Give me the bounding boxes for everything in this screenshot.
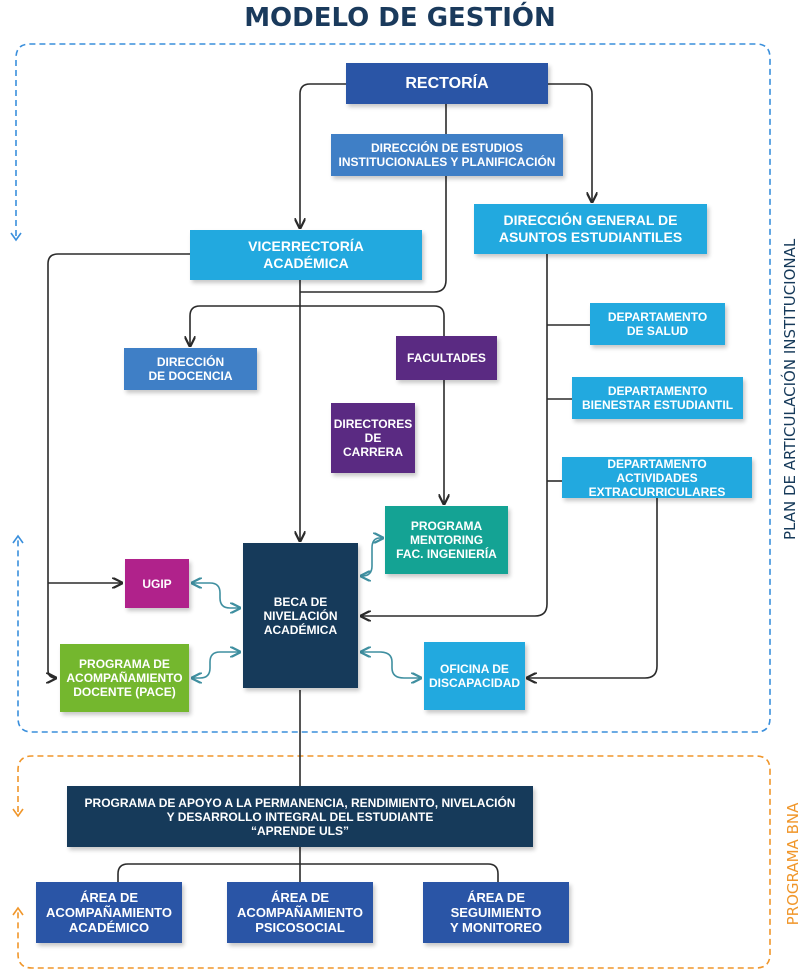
oficina-discapacidad-box: OFICINA DE DISCAPACIDAD: [424, 642, 525, 710]
connector-dgae-beca: [361, 254, 548, 616]
institutional-plan-frame-arrow-top: [10, 232, 22, 242]
rectoria-box: RECTORÍA: [346, 63, 548, 104]
connector-rectoria-vicerrectoria: [300, 83, 346, 228]
double-arrow-ugip-beca: [192, 583, 240, 608]
double-arrow-mentoring-beca: [361, 538, 383, 576]
programa-pace-box: PROGRAMA DE ACOMPAÑAMIENTO DOCENTE (PACE…: [60, 644, 189, 712]
connector-actividades-discapacidad: [527, 498, 658, 678]
plan-articulacion-label: PLAN DE ARTICULACIÓN INSTITUCIONAL: [781, 238, 799, 540]
directores-carrera-box: DIRECTORES DE CARRERA: [331, 403, 415, 473]
double-arrow-pace-beca: [192, 652, 240, 678]
connector-vicerrectoria-left: [48, 253, 190, 678]
institutional-plan-frame: [15, 43, 771, 733]
programa-bna-label: PROGRAMA BNA: [784, 802, 800, 926]
direccion-docencia-box: DIRECCIÓN DE DOCENCIA: [124, 348, 257, 390]
page-title: MODELO DE GESTIÓN: [244, 3, 556, 33]
direccion-general-asuntos-estudiantiles-box: DIRECCIÓN GENERAL DE ASUNTOS ESTUDIANTIL…: [474, 204, 707, 254]
area-acompanamiento-psicosocial-box: ÁREA DE ACOMPAÑAMIENTO PSICOSOCIAL: [227, 882, 373, 943]
connector-rectoria-dgae: [548, 83, 592, 202]
departamento-salud-box: DEPARTAMENTO DE SALUD: [590, 303, 725, 345]
aprende-uls-box: PROGRAMA DE APOYO A LA PERMANENCIA, REND…: [67, 786, 533, 847]
departamento-bienestar-box: DEPARTAMENTO BIENESTAR ESTUDIANTIL: [572, 377, 743, 419]
connector-aprende-areas: [117, 847, 499, 882]
facultades-box: FACULTADES: [396, 336, 497, 380]
area-acompanamiento-academico-box: ÁREA DE ACOMPAÑAMIENTO ACADÉMICO: [36, 882, 182, 943]
connector-trunk-docencia: [190, 305, 300, 346]
vicerrectoria-academica-box: VICERRECTORÍA ACADÉMICA: [190, 230, 422, 280]
area-seguimiento-monitoreo-box: ÁREA DE SEGUIMIENTO Y MONITOREO: [423, 882, 569, 943]
ugip-box: UGIP: [125, 559, 189, 608]
bna-program-frame-arrow-bottom: [12, 906, 24, 916]
double-arrow-beca-discapacidad: [361, 652, 421, 678]
bna-program-frame-arrow-top: [12, 808, 24, 818]
connector-trunk-facultades: [300, 305, 445, 336]
estudios-institucionales-box: DIRECCIÓN DE ESTUDIOS INSTITUCIONALES Y …: [331, 134, 563, 176]
departamento-actividades-box: DEPARTAMENTO ACTIVIDADES EXTRACURRICULAR…: [562, 457, 752, 499]
programa-mentoring-box: PROGRAMA MENTORING FAC. INGENIERÍA: [385, 506, 508, 574]
connector-rectoria-trunk: [300, 104, 447, 293]
bna-program-frame: [17, 755, 771, 969]
beca-nivelacion-academica-box: BECA DE NIVELACIÓN ACADÉMICA: [243, 543, 358, 688]
institutional-plan-frame-arrow-bottom: [12, 534, 24, 544]
